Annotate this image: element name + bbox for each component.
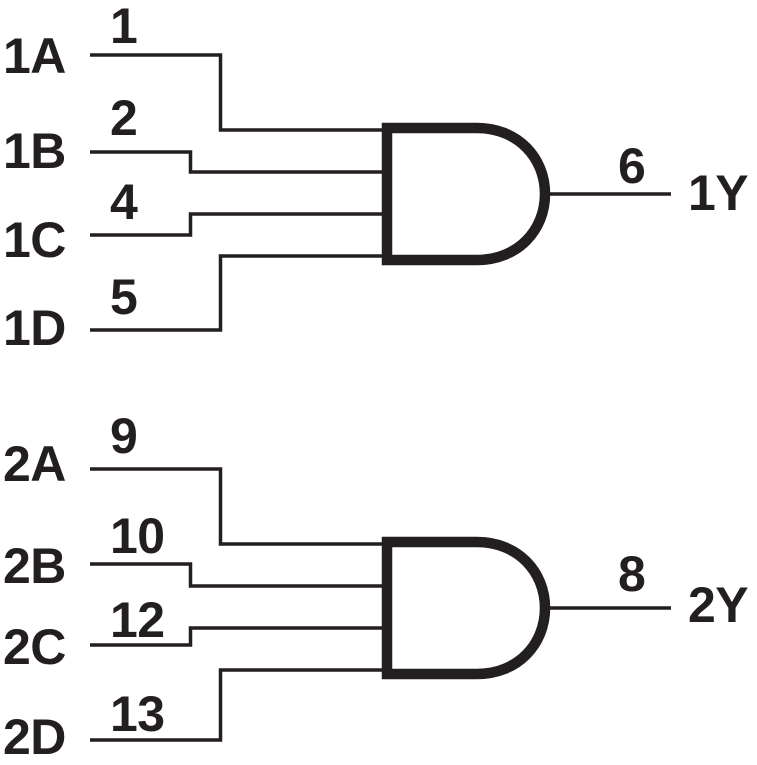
pin-number-1c: 4	[110, 174, 138, 230]
pin-number-1b: 2	[110, 90, 138, 146]
wire-input-1a	[90, 53, 390, 132]
input-label-2c: 2C	[3, 619, 66, 675]
pin-number-1y: 6	[618, 138, 646, 194]
input-label-2d: 2D	[3, 709, 66, 765]
pin-number-1d: 5	[110, 269, 138, 325]
pin-number-2d: 13	[110, 686, 165, 742]
wire-input-1b	[90, 150, 390, 174]
pin-number-2a: 9	[110, 408, 138, 464]
input-label-1b: 1B	[3, 123, 66, 179]
wire-input-1c	[90, 212, 390, 237]
and-gate-2-body	[381, 536, 551, 680]
wire-input-2d	[90, 668, 390, 742]
wire-input-1d	[90, 254, 390, 332]
pin-number-1a: 1	[110, 0, 138, 54]
input-label-1d: 1D	[3, 300, 66, 356]
input-label-2a: 2A	[3, 436, 66, 492]
wire-input-2b	[90, 562, 390, 588]
input-label-2b: 2B	[3, 538, 66, 594]
pin-number-2c: 12	[110, 592, 165, 648]
input-label-1a: 1A	[3, 28, 66, 84]
pin-number-2b: 10	[110, 508, 165, 564]
input-label-1c: 1C	[3, 212, 66, 268]
wire-input-2c	[90, 626, 390, 647]
wire-input-2a	[90, 467, 390, 546]
and-gate-1-body	[381, 122, 551, 266]
output-label-1y: 1Y	[688, 165, 749, 221]
output-label-2y: 2Y	[688, 577, 749, 633]
pin-number-2y: 8	[618, 546, 646, 602]
